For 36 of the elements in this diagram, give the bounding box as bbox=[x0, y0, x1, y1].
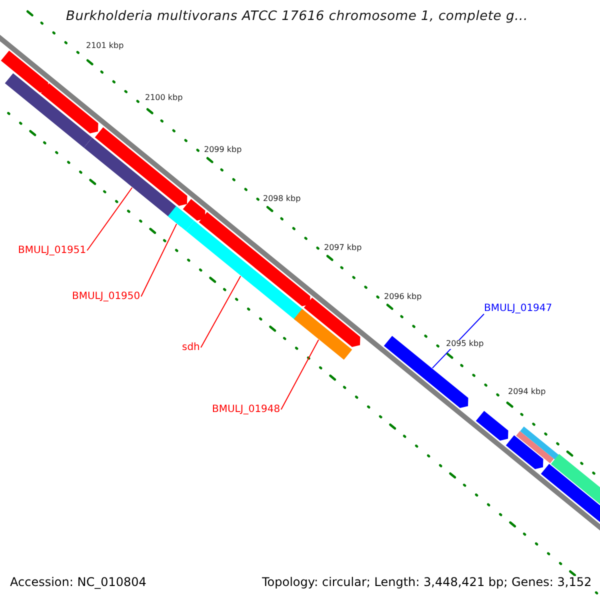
footer-text: Accession: NC_010804 bbox=[10, 576, 146, 590]
position-label: 2096 kbp bbox=[384, 293, 422, 302]
gene-arrow-shape bbox=[182, 199, 206, 221]
gene-label: BMULJ_01948 bbox=[212, 404, 280, 415]
gene-arrow-shape bbox=[476, 410, 508, 441]
footer-text: Topology: circular; Length: 3,448,421 bp; Genes: 3,152 bbox=[262, 576, 592, 590]
gene-bar bbox=[520, 426, 559, 460]
gene-arrow-shape bbox=[304, 298, 360, 347]
gene-bar bbox=[186, 220, 304, 321]
gene-arrow-shape bbox=[0, 50, 48, 93]
position-label: 2095 kbp bbox=[446, 340, 484, 349]
gene-label: BMULJ_01947 bbox=[484, 303, 552, 314]
leader-line bbox=[140, 223, 178, 297]
gene-arrow-shape bbox=[198, 212, 310, 306]
gene-arrow-shape bbox=[94, 127, 188, 206]
gene-arrow-shape bbox=[384, 336, 468, 408]
gene-bar bbox=[516, 431, 554, 464]
gene-bar bbox=[294, 308, 352, 360]
gene-arrow-shape bbox=[506, 435, 544, 470]
position-label: 2097 kbp bbox=[324, 244, 362, 253]
position-label: 2098 kbp bbox=[263, 195, 301, 204]
gene-arrow-shape bbox=[40, 83, 98, 134]
leader-line bbox=[86, 187, 133, 251]
position-label: 2099 kbp bbox=[204, 146, 242, 155]
title: Burkholderia multivorans ATCC 17616 chromosome 1, complete g... bbox=[66, 10, 528, 24]
leader-line bbox=[432, 314, 484, 369]
position-label: 2101 kbp bbox=[86, 42, 124, 51]
gene-bar bbox=[168, 206, 194, 231]
gene-label: BMULJ_01950 bbox=[72, 291, 140, 302]
position-label: 2094 kbp bbox=[508, 388, 546, 397]
position-label: 2100 kbp bbox=[145, 94, 183, 103]
gene-label: BMULJ_01951 bbox=[18, 245, 86, 256]
gene-label: sdh bbox=[182, 342, 200, 353]
leader-line bbox=[200, 276, 242, 348]
gene-bar bbox=[4, 73, 92, 148]
leader-line bbox=[280, 339, 320, 410]
